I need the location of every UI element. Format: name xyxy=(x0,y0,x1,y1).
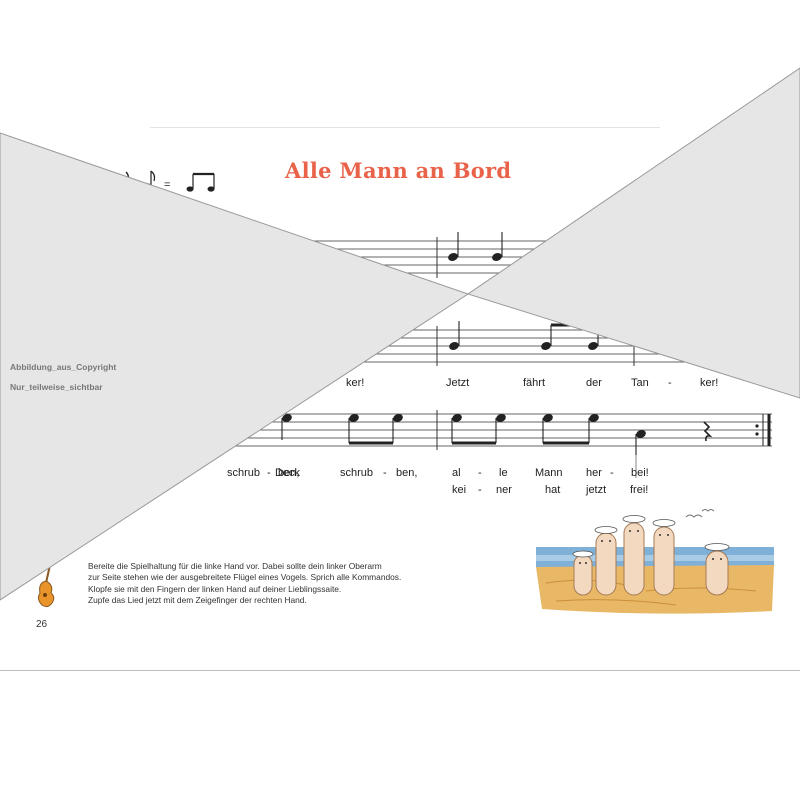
svg-text:=: = xyxy=(164,179,170,191)
lyric-syllable: kei xyxy=(452,484,467,496)
guitar-icon xyxy=(37,565,55,608)
lyric-syllable: - xyxy=(610,467,614,479)
lyric-syllable: fährt xyxy=(523,377,546,389)
lyric-syllable: - xyxy=(267,467,271,479)
lyric-syllable: Tan xyxy=(631,377,649,389)
lyric-syllable: - xyxy=(478,484,482,496)
instruction-line: Bereite die Spielhaltung für die linke H… xyxy=(88,561,382,571)
instruction-line: zur Seite stehen wie der ausgebreitete F… xyxy=(88,572,402,583)
instruction-line: Klopfe sie mit den Fingern der linken Ha… xyxy=(88,583,342,594)
lyric-syllable: schrub xyxy=(340,467,374,479)
lyric-syllable: le xyxy=(499,467,508,479)
staff-2-notes xyxy=(449,321,599,350)
lyric-syllable: der xyxy=(586,377,602,389)
lyric-syllable: frei! xyxy=(630,484,649,496)
staff-2 xyxy=(230,326,780,366)
lyric-syllable: ker! xyxy=(700,377,719,389)
lyric-syllable: ner xyxy=(496,484,512,496)
lyric-syllable: ker! xyxy=(346,377,365,389)
lyric-syllable: Mann xyxy=(535,467,563,479)
instruction-line: Zupfe das Lied jetzt mit dem Zeigefinger… xyxy=(88,594,307,605)
lyric-syllable: schrub xyxy=(227,467,261,479)
lyric-syllable: Jetzt xyxy=(446,377,470,389)
lyric-syllable: ben, xyxy=(396,467,418,479)
page-number: 26 xyxy=(36,619,48,630)
staff-1-notes xyxy=(448,232,503,261)
lyric-syllable: jetzt xyxy=(586,484,607,496)
lyric-syllable: her xyxy=(586,467,602,479)
bottom-page-edge xyxy=(0,670,800,671)
tempo-marking: = xyxy=(125,170,215,192)
lyric-syllable: Deck xyxy=(275,467,301,479)
lyric-syllable: - xyxy=(478,467,482,479)
lyric-syllable: al xyxy=(452,467,461,479)
staff-1 xyxy=(230,237,560,278)
instructions: Bereite die Spielhaltung für die linke H… xyxy=(88,561,448,606)
copyright-notice: Abbildung_aus_Copyright xyxy=(10,362,117,372)
top-page-edge xyxy=(150,127,660,128)
visibility-notice: Nur_teilweise_sichtbar xyxy=(10,382,103,392)
sailor-fingers-illustration xyxy=(536,509,774,614)
lyric-syllable: - xyxy=(668,377,672,389)
lyric-syllable: bei! xyxy=(631,467,649,479)
lyric-syllable: - xyxy=(383,467,387,479)
lyric-syllable: hat xyxy=(545,484,561,496)
repeat-barline xyxy=(755,414,771,446)
